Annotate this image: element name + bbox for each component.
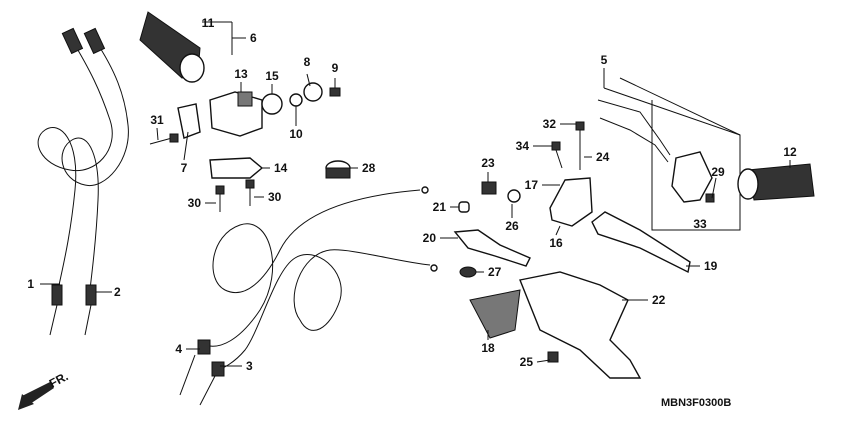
throttle-grip — [139, 11, 205, 83]
callout-9: 9 — [332, 61, 339, 75]
callout-26: 26 — [505, 219, 519, 233]
clutch-cables — [179, 186, 438, 406]
callout-25: 25 — [520, 355, 534, 369]
hand-guard — [519, 271, 642, 379]
diagram-code: MBN3F0300B — [661, 397, 731, 409]
callout-16: 16 — [549, 236, 563, 250]
callout-30b: 30 — [268, 190, 282, 204]
bolts — [149, 133, 255, 212]
callout-30a: 30 — [188, 196, 202, 210]
callout-13: 13 — [234, 67, 248, 81]
callout-1: 1 — [27, 277, 34, 291]
cap-28 — [325, 160, 351, 179]
switch-assembly — [597, 77, 815, 231]
throttle-cables — [37, 27, 129, 336]
callout-29: 29 — [711, 165, 725, 179]
front-direction-marker: FR. — [18, 369, 70, 410]
callout-8: 8 — [304, 55, 311, 69]
clutch-lever-group — [453, 201, 531, 339]
callout-10: 10 — [289, 127, 303, 141]
callout-6: 6 — [250, 31, 257, 45]
callout-31: 31 — [150, 113, 164, 127]
callout-24: 24 — [596, 150, 610, 164]
callout-22: 22 — [652, 293, 666, 307]
callout-15: 15 — [265, 69, 279, 83]
brake-lever-group — [481, 121, 691, 274]
callout-7: 7 — [181, 161, 188, 175]
callout-20: 20 — [423, 231, 437, 245]
callout-12: 12 — [783, 145, 797, 159]
arrow-down-left-icon — [18, 382, 54, 410]
callout-14: 14 — [274, 161, 288, 175]
callout-34: 34 — [516, 139, 530, 153]
callout-21: 21 — [433, 200, 447, 214]
callout-32: 32 — [543, 117, 557, 131]
leader-lines — [40, 21, 791, 367]
throttle-housing — [177, 82, 341, 179]
callout-3: 3 — [246, 359, 253, 373]
callout-23: 23 — [481, 156, 495, 170]
callout-18: 18 — [481, 341, 495, 355]
callout-4: 4 — [175, 342, 182, 356]
callout-33: 33 — [693, 217, 707, 231]
callout-5: 5 — [601, 53, 608, 67]
callout-19: 19 — [704, 259, 718, 273]
callout-27: 27 — [488, 265, 502, 279]
callout-labels: 1 2 3 4 5 6 7 8 9 10 11 12 13 14 15 16 1… — [27, 16, 797, 373]
callout-2: 2 — [114, 285, 121, 299]
callout-28: 28 — [362, 161, 376, 175]
callout-11: 11 — [202, 16, 215, 30]
callout-17: 17 — [525, 178, 539, 192]
